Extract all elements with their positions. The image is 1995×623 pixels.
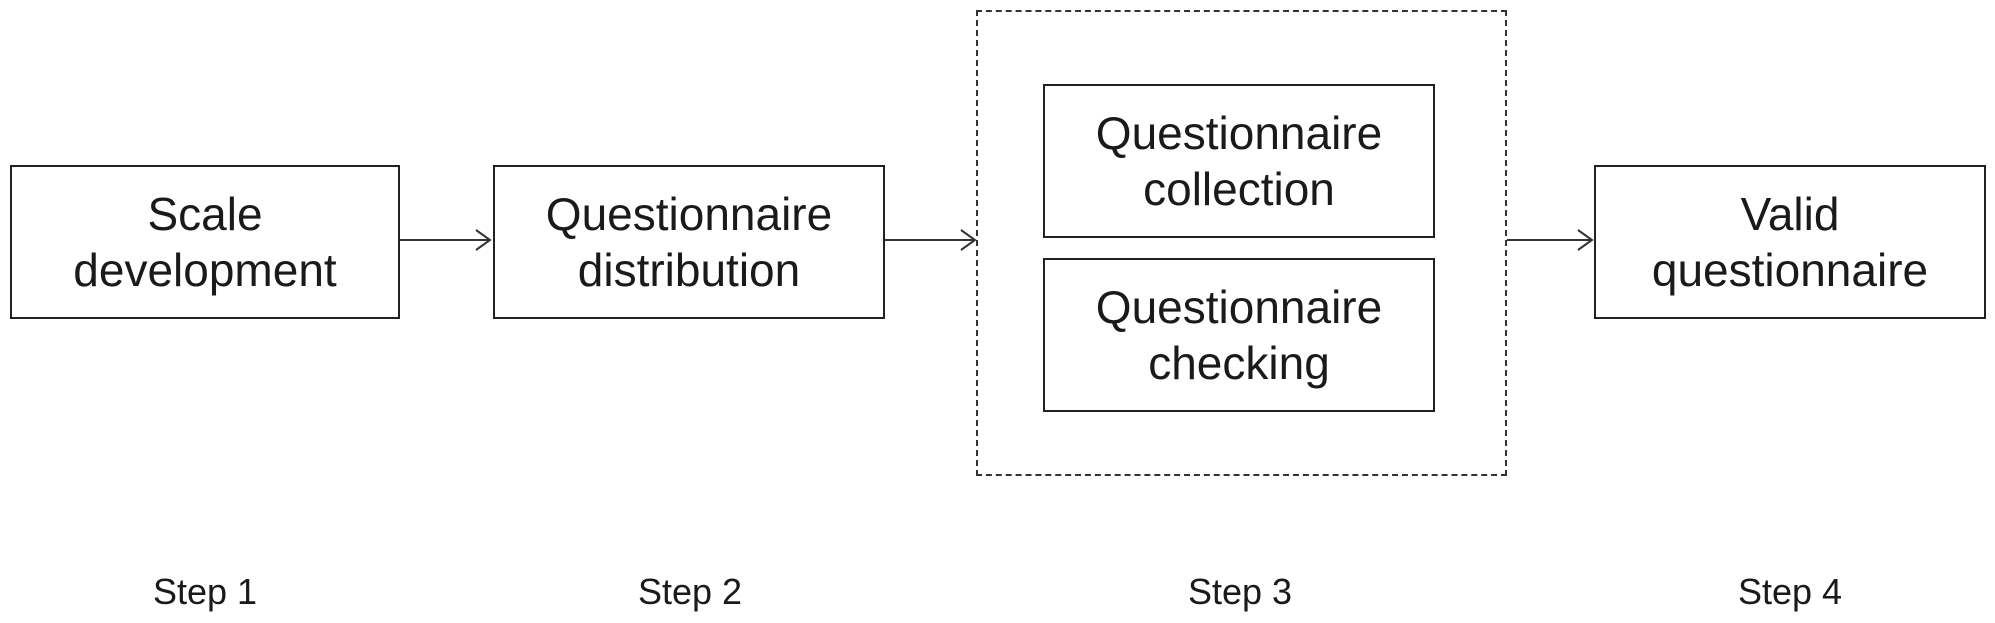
arrow-head-step1-to-step2 [475, 229, 492, 251]
arrow-head-step3-to-step4 [1577, 229, 1594, 251]
box-line: distribution [577, 244, 801, 296]
step-3-label: Step 3 [1187, 571, 1293, 612]
step3-dashed-group [976, 10, 1507, 476]
box-line: Questionnaire [1095, 281, 1383, 333]
box-line: Valid [1740, 188, 1840, 240]
arrow-head-step2-to-step3 [960, 229, 977, 251]
box-line: checking [1148, 337, 1330, 389]
box-line: Questionnaire [1095, 107, 1383, 159]
box-line: Questionnaire [545, 188, 833, 240]
box-line: Scale [147, 188, 263, 240]
step-4-label: Step 4 [1737, 571, 1843, 612]
valid-questionnaire-box: Valid questionnaire [1594, 165, 1986, 319]
questionnaire-checking-box: Questionnaire checking [1043, 258, 1435, 412]
step-1-label: Step 1 [152, 571, 258, 612]
box-line: development [73, 244, 337, 296]
questionnaire-distribution-box: Questionnaire distribution [493, 165, 885, 319]
box-line: questionnaire [1651, 244, 1929, 296]
questionnaire-collection-box: Questionnaire collection [1043, 84, 1435, 238]
step-2-label: Step 2 [637, 571, 743, 612]
box-line: collection [1143, 163, 1335, 215]
scale-development-box: Scale development [10, 165, 400, 319]
